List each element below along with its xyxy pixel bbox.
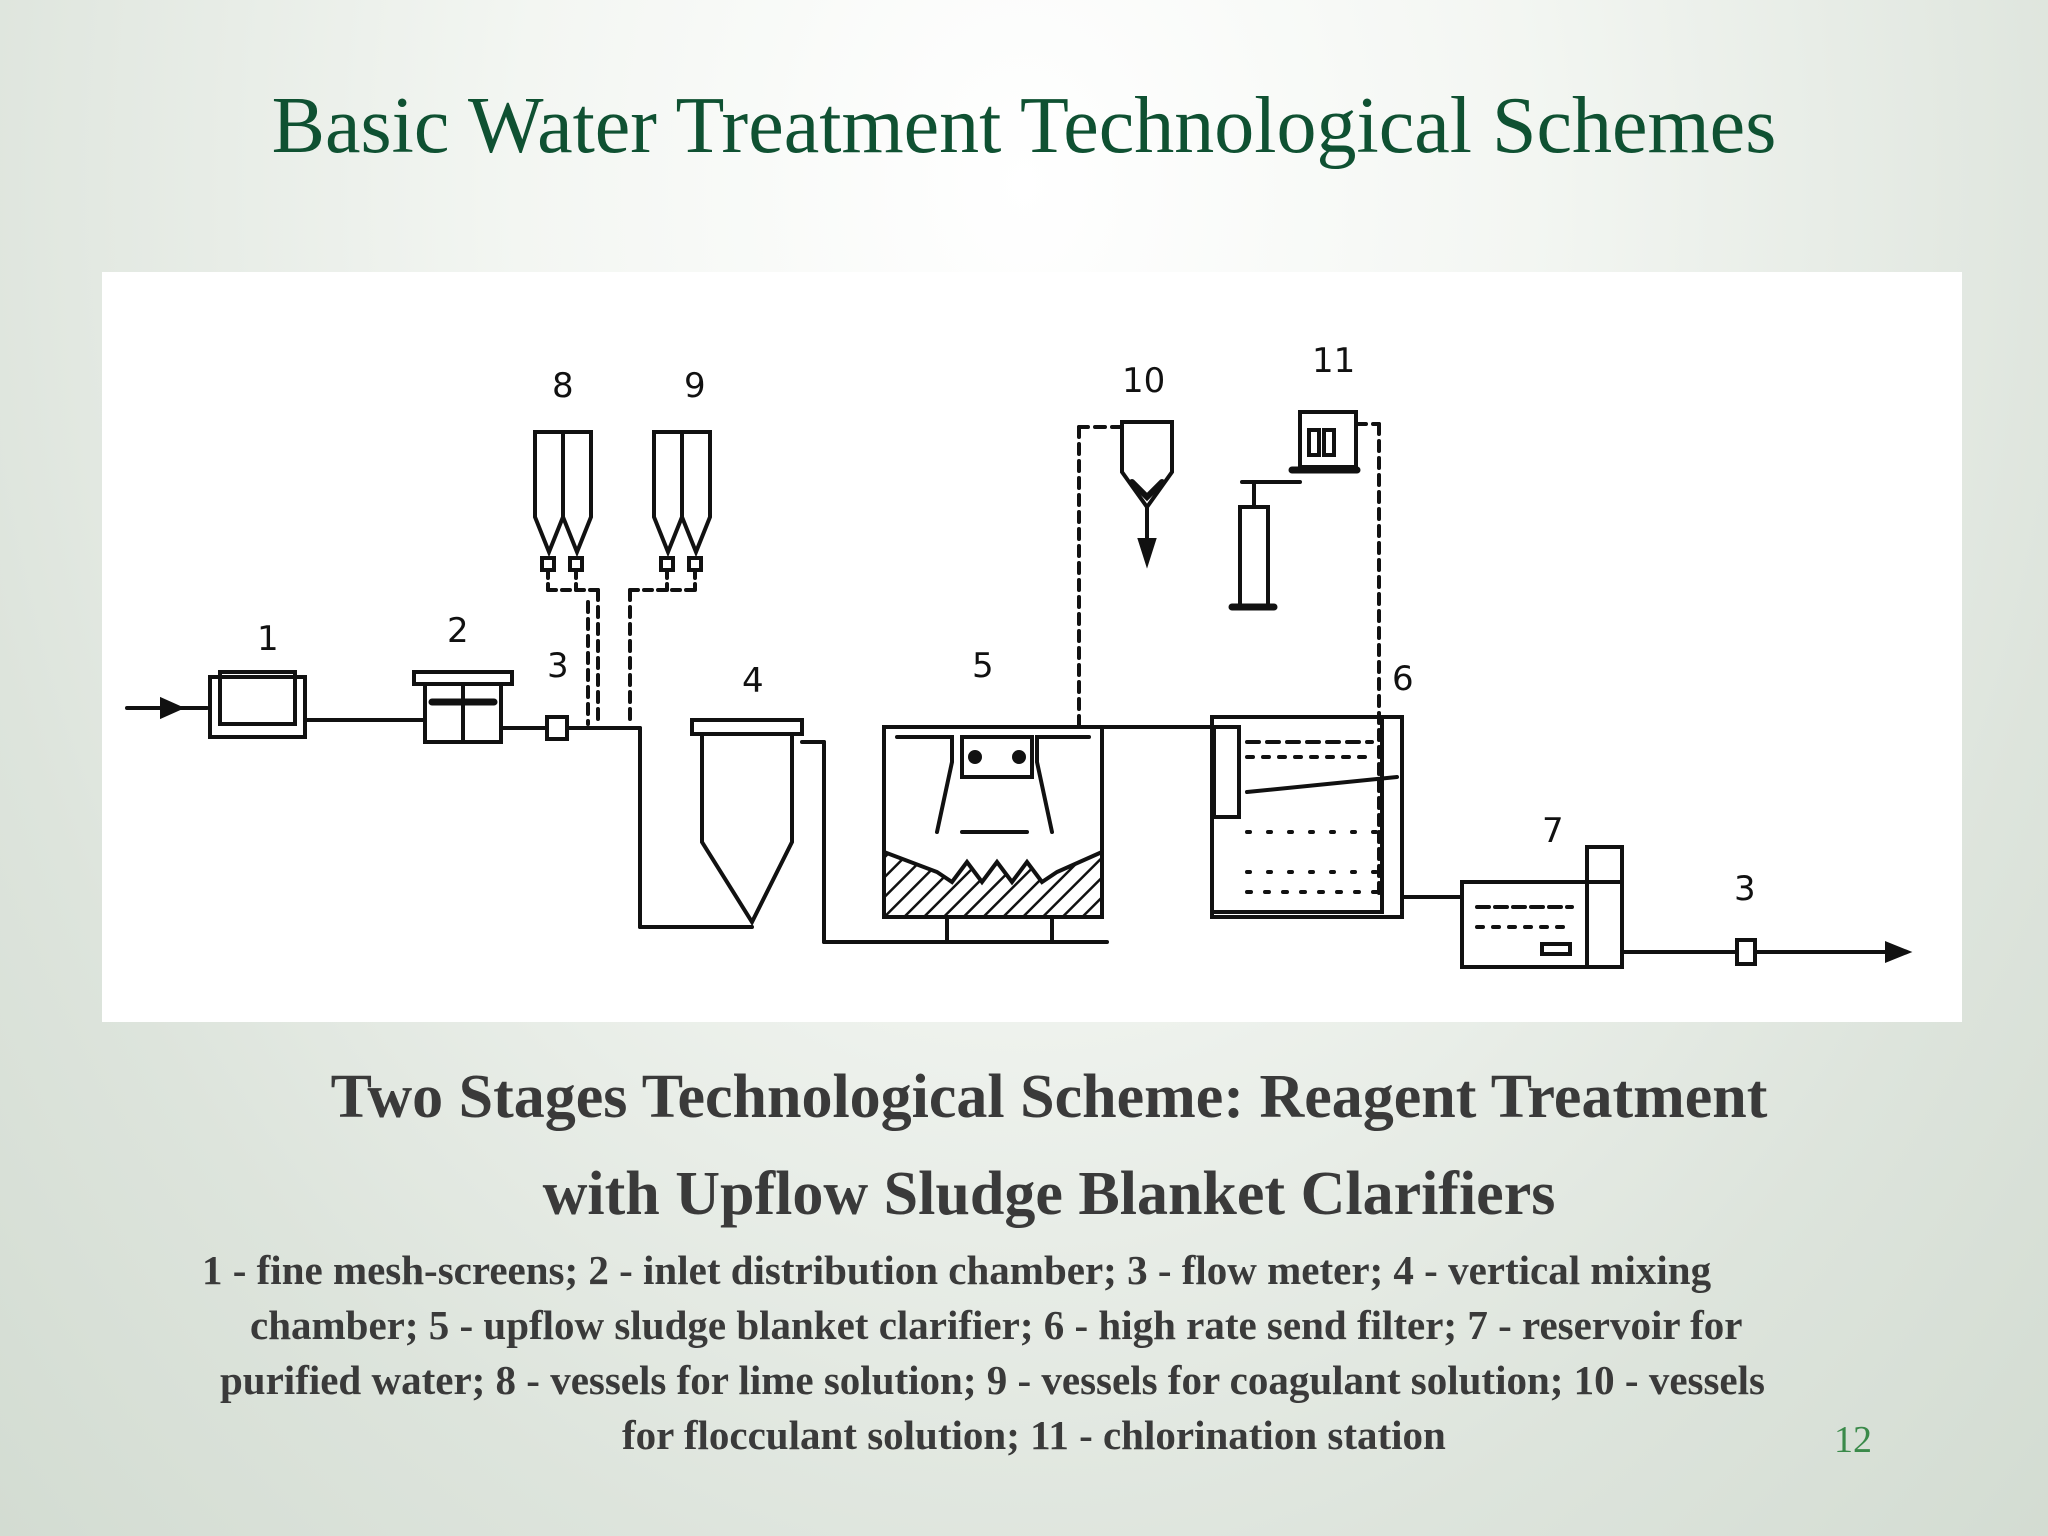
label-11: 11 (1312, 341, 1355, 381)
unit-10-flocculant-vessel (1077, 420, 1174, 729)
unit-2-distribution-chamber (412, 670, 549, 744)
label-3: 3 (547, 646, 569, 686)
label-3-outlet: 3 (1734, 869, 1756, 909)
pipe-to-mixing-chamber (638, 726, 754, 929)
label-2: 2 (447, 611, 469, 651)
unit-3-outlet-flow-meter (1735, 938, 1913, 966)
label-7: 7 (1542, 811, 1564, 851)
unit-8-lime-vessels (533, 430, 600, 726)
legend-line: chamber; 5 - upflow sludge blanket clari… (250, 1302, 1743, 1348)
label-8: 8 (552, 366, 574, 406)
scheme-subtitle-line-2: with Upflow Sludge Blanket Clarifiers (542, 1160, 1556, 1228)
unit-4-mixing-chamber (690, 718, 1109, 944)
unit-5-clarifier (882, 725, 1179, 944)
label-6: 6 (1392, 659, 1414, 699)
unit-1-mesh-screens (208, 670, 427, 739)
inlet-arrow (125, 696, 209, 720)
unit-7-reservoir (1460, 845, 1739, 969)
slide-title: Basic Water Treatment Technological Sche… (271, 82, 1777, 170)
label-1: 1 (257, 619, 279, 659)
unit-9-coagulant-vessels (628, 430, 712, 726)
legend-line: 1 - fine mesh-screens; 2 - inlet distrib… (202, 1247, 1712, 1293)
label-4: 4 (742, 661, 764, 701)
label-10: 10 (1122, 361, 1165, 401)
scheme-subtitle-line-1: Two Stages Technological Scheme: Reagent… (330, 1063, 1768, 1131)
page-number: 12 (1834, 1419, 1872, 1461)
unit-6-sand-filter (1175, 715, 1464, 919)
unit-11-chlorination-station (1228, 410, 1381, 899)
legend-line: for flocculant solution; 11 - chlorinati… (622, 1412, 1446, 1458)
process-scheme-figure: 1 2 3 8 (102, 272, 1962, 1022)
legend-line: purified water; 8 - vessels for lime sol… (220, 1357, 1765, 1403)
label-5: 5 (972, 646, 994, 686)
unit-3-flow-meter (545, 715, 642, 741)
process-scheme-diagram: 1 2 3 8 (125, 341, 1913, 969)
label-9: 9 (684, 366, 706, 406)
